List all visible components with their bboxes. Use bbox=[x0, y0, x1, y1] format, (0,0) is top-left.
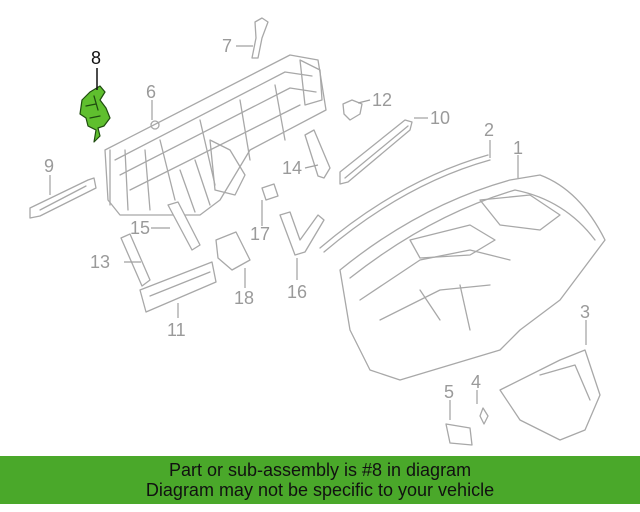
bracket-part-9 bbox=[29, 177, 97, 219]
banner-line-2: Diagram may not be specific to your vehi… bbox=[145, 480, 495, 500]
banner-line-1: Part or sub-assembly is #8 in diagram bbox=[168, 460, 472, 480]
brace-part-10 bbox=[339, 119, 413, 185]
parts-diagram: 1 2 3 4 5 6 7 8 9 10 11 12 13 14 15 16 1… bbox=[29, 17, 606, 446]
callout-7: 7 bbox=[222, 36, 232, 56]
callout-14: 14 bbox=[282, 158, 302, 178]
callout-18: 18 bbox=[234, 288, 254, 308]
bracket-part-11 bbox=[139, 261, 217, 313]
bracket-part-7 bbox=[251, 17, 269, 59]
callout-9: 9 bbox=[44, 156, 54, 176]
clip-part-12 bbox=[342, 99, 363, 121]
highlighted-bracket-part-8 bbox=[79, 85, 111, 143]
leader-lines bbox=[49, 45, 587, 420]
callout-8: 8 bbox=[91, 48, 101, 68]
callout-12: 12 bbox=[372, 90, 392, 110]
cross-car-beam bbox=[104, 54, 327, 216]
instrument-panel-part-1 bbox=[339, 174, 606, 381]
callouts: 1 2 3 4 5 6 7 8 9 10 11 12 13 14 15 16 1… bbox=[44, 36, 590, 402]
callout-10: 10 bbox=[430, 108, 450, 128]
seal-strip-part-2 bbox=[319, 154, 491, 253]
glove-box-part-3 bbox=[499, 349, 601, 441]
bracket-part-13 bbox=[120, 233, 151, 287]
callout-1: 1 bbox=[513, 138, 523, 158]
callout-13: 13 bbox=[90, 252, 110, 272]
callout-11: 11 bbox=[167, 320, 186, 340]
screw-part-4 bbox=[479, 407, 489, 425]
callout-15: 15 bbox=[130, 218, 150, 238]
clip-part-17 bbox=[261, 183, 279, 201]
callout-2: 2 bbox=[484, 120, 494, 140]
bracket-part-16 bbox=[279, 211, 325, 256]
callout-17: 17 bbox=[250, 224, 270, 244]
callout-4: 4 bbox=[471, 372, 481, 392]
bracket-part-18 bbox=[215, 231, 251, 271]
bracket-part-14 bbox=[304, 129, 331, 179]
bracket-part-15 bbox=[167, 201, 201, 251]
callout-16: 16 bbox=[287, 282, 307, 302]
info-banner: Part or sub-assembly is #8 in diagram Di… bbox=[0, 456, 640, 504]
callout-5: 5 bbox=[444, 382, 454, 402]
callout-3: 3 bbox=[580, 302, 590, 322]
cap-part-5 bbox=[445, 423, 473, 446]
callout-6: 6 bbox=[146, 82, 156, 102]
